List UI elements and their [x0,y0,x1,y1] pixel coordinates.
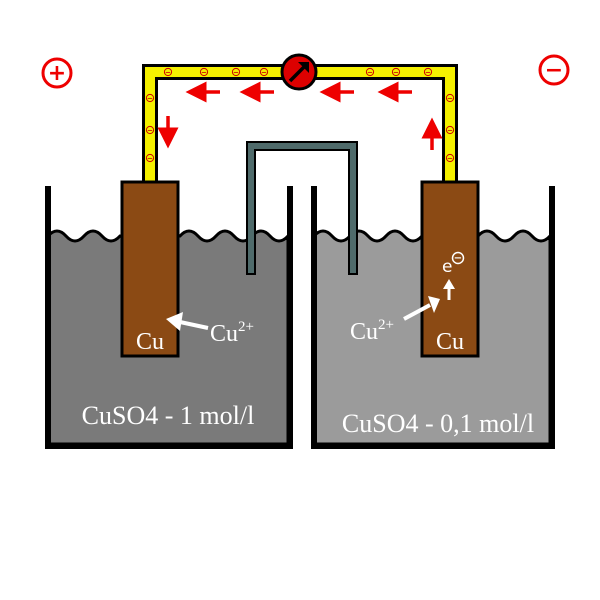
right-electrode-label: Cu [436,329,464,355]
right-polarity-sign: − [545,58,563,83]
right-ion-label: Cu [350,319,378,345]
left-solution-label: CuSO4 - 1 mol/l [82,401,255,430]
galvanometer-icon [280,53,318,91]
wire-electron-symbol: − [425,69,431,77]
wire-electron-symbol: − [393,69,399,77]
right-ion-charge: 2+ [378,317,394,333]
wire-electron-marker [445,93,455,103]
wire-electron-marker [199,67,209,77]
left-ion-arrow [166,312,209,331]
wire-electron-symbol: − [147,95,153,103]
wire-electron-symbol: − [447,95,453,103]
wire-electron-marker [445,125,455,135]
wire-electron-symbol: − [447,155,453,163]
wire-electron-symbol: − [201,69,207,77]
left-electrode [120,180,180,358]
wire-electron-marker [423,67,433,77]
wire-electron-symbol: − [261,69,267,77]
wire-electron-symbol: − [147,127,153,135]
right-electrode [420,180,480,358]
wire-electron-symbol: − [165,69,171,77]
electron-label: e − [442,251,465,277]
left-polarity-sign: + [48,61,66,86]
electron-charge: − [454,253,462,264]
wire-electron-marker [145,93,155,103]
wire-electron-marker [445,153,455,163]
wire-electron-marker [391,67,401,77]
electron-symbol: e [442,257,452,277]
wire-electron-symbol: − [233,69,239,77]
salt-bridge [246,141,358,275]
right-beaker-wall [311,186,555,449]
wire-electron-symbol: − [367,69,373,77]
right-solution-label: CuSO4 - 0,1 mol/l [342,409,534,438]
negative-terminal-icon: − [538,54,570,86]
wire-electron-marker [145,125,155,135]
wire-electron-symbol: − [147,155,153,163]
wire-electron-marker [163,67,173,77]
right-ion: Cu2+ [350,317,394,345]
electron-up-arrow [443,279,455,300]
left-beaker-wall [45,186,293,449]
positive-terminal-icon: + [41,57,73,89]
wire-electron-marker [231,67,241,77]
electron-flow-arrows [157,81,443,150]
right-ion-arrow [403,296,440,321]
left-ion-label: Cu [210,321,238,347]
left-electrode-label: Cu [136,329,164,355]
left-ion: Cu2+ [210,319,254,347]
wire-electrons: − − − − − − − − − − − − − [145,67,455,163]
wire-electron-symbol: − [447,127,453,135]
wire-electron-marker [365,67,375,77]
wire-electron-marker [259,67,269,77]
left-ion-charge: 2+ [238,319,254,335]
wire-electron-marker [145,153,155,163]
